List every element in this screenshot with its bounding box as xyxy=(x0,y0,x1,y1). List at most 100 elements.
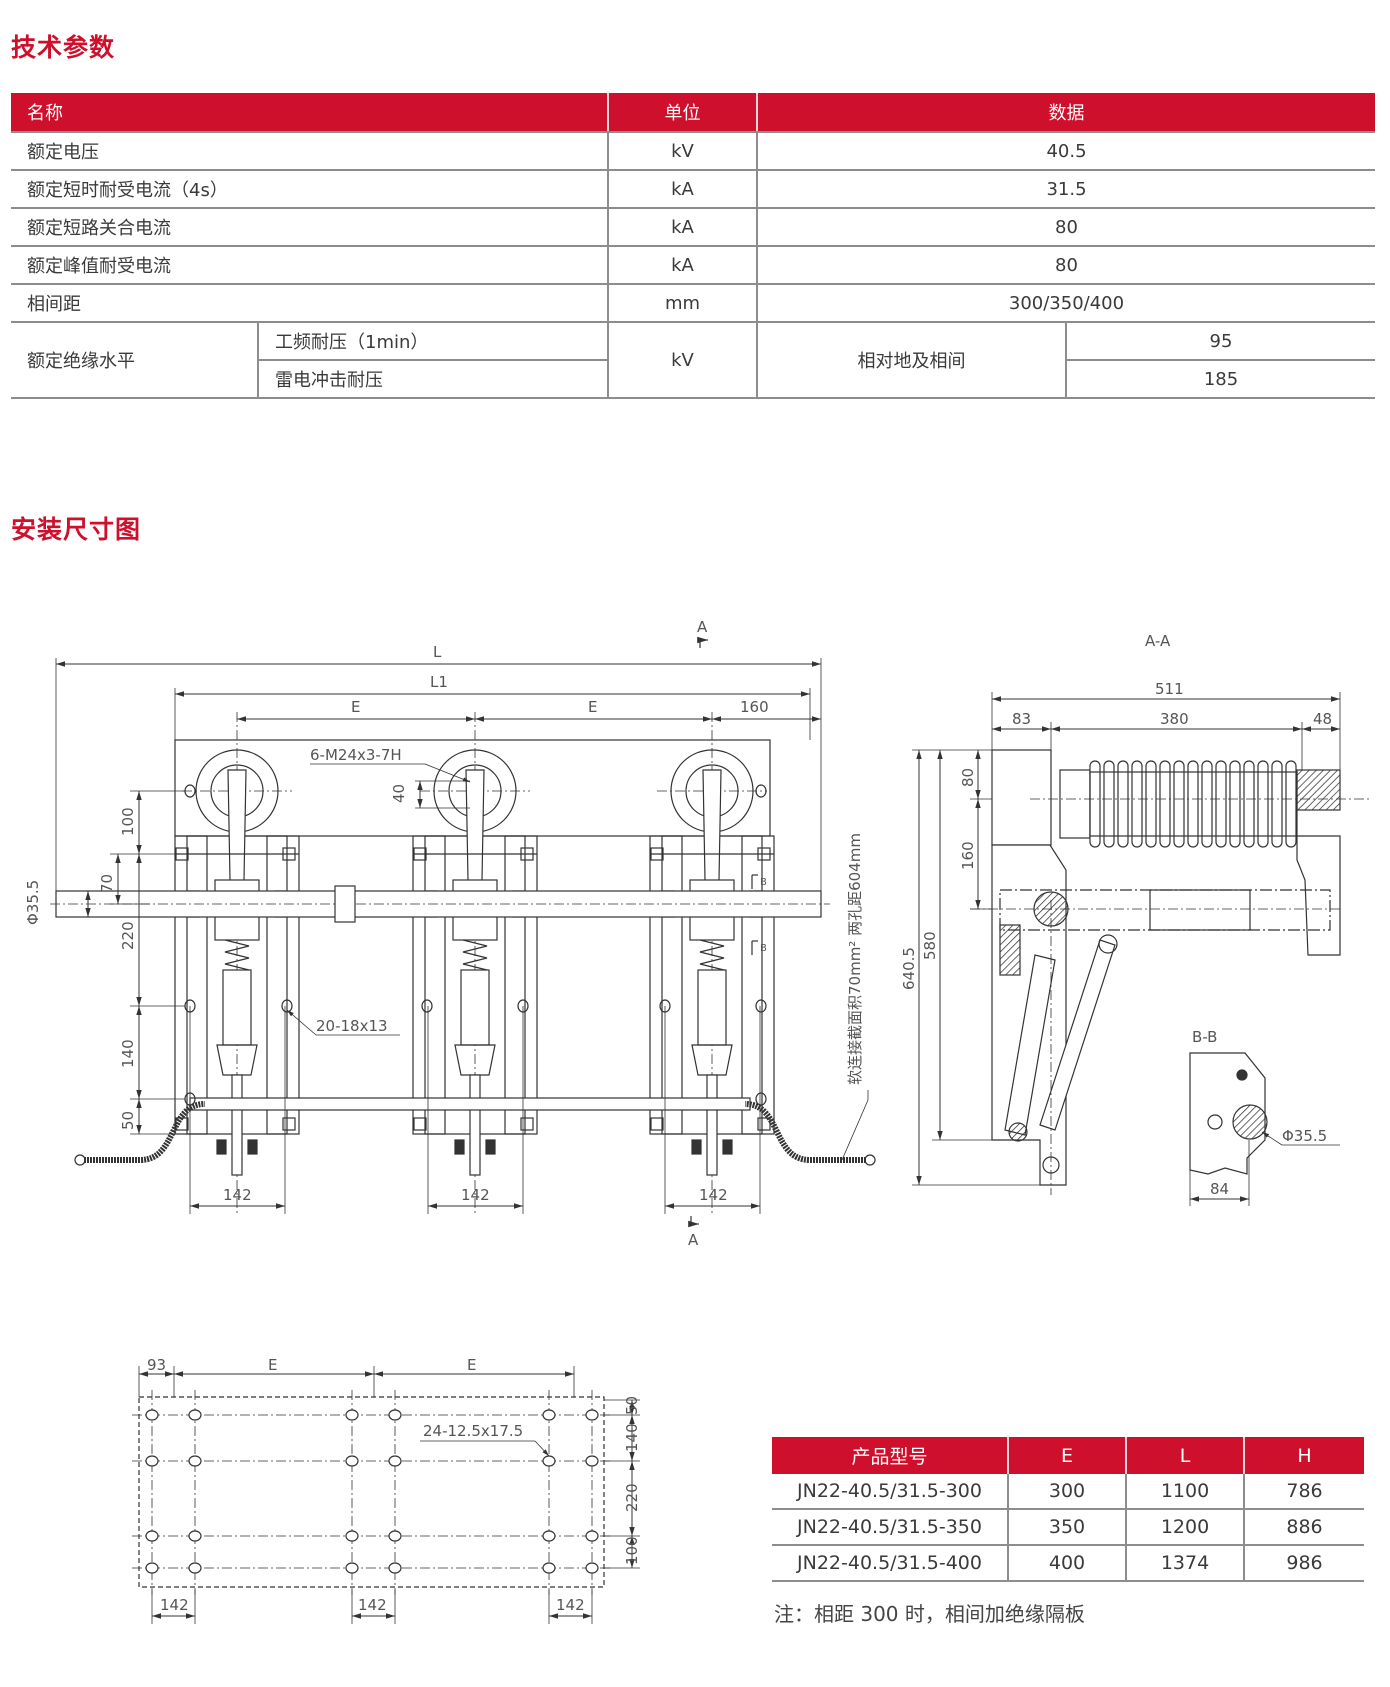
insulator-rib xyxy=(1131,760,1143,848)
base-hole xyxy=(388,1530,402,1542)
rod-joint xyxy=(1008,1122,1028,1142)
leader-line xyxy=(534,1440,550,1457)
leader-line xyxy=(841,1099,869,1161)
bracket-plate xyxy=(741,835,763,1135)
base-hole xyxy=(145,1530,159,1542)
bracket-plate xyxy=(504,835,526,1135)
dim-70: 70 xyxy=(98,874,116,893)
terminal-box xyxy=(991,749,1052,846)
top-contact xyxy=(1296,769,1341,811)
blade-end xyxy=(1296,835,1341,956)
table-header-row: 名称 单位 数据 xyxy=(11,93,1375,133)
dim-plan-142-2: 142 xyxy=(358,1596,387,1614)
table-header-row: 产品型号 E L H xyxy=(772,1437,1364,1474)
mounting-hole xyxy=(755,1092,767,1106)
param-unit: kA xyxy=(607,246,757,285)
mounting-hole xyxy=(755,999,767,1013)
base-hole xyxy=(585,1530,599,1542)
bb-shaft xyxy=(1232,1104,1268,1140)
arm-clamp xyxy=(1149,889,1251,931)
insulator-rib xyxy=(1243,760,1255,848)
base-hole xyxy=(345,1530,359,1542)
param-unit: kV xyxy=(607,322,757,399)
insulator-rib xyxy=(1257,760,1269,848)
h-cell: 886 xyxy=(1243,1509,1364,1546)
dim-380: 380 xyxy=(1160,710,1189,728)
param-unit: kA xyxy=(607,208,757,247)
tech-params-title: 技术参数 xyxy=(11,33,116,62)
dim-142-1: 142 xyxy=(223,1186,252,1204)
bb-diameter: Φ35.5 xyxy=(1282,1127,1327,1145)
dim-142-2: 142 xyxy=(461,1186,490,1204)
param-value: 80 xyxy=(756,246,1375,285)
insulator-rib xyxy=(1103,760,1115,848)
section-b-mark-2: B xyxy=(760,943,767,954)
bb-bolt xyxy=(1236,1069,1248,1081)
header-L: L xyxy=(1125,1437,1244,1474)
dim-140: 140 xyxy=(119,1039,137,1068)
cable-note: 软连接截面积70mm² 两孔距604mm xyxy=(846,833,864,1085)
bb-bolt xyxy=(1207,1114,1223,1130)
plan-holes-label: 24-12.5x17.5 xyxy=(423,1422,523,1440)
base-hole xyxy=(585,1409,599,1421)
h-cell: 786 xyxy=(1243,1474,1364,1510)
dim-plan-142-1: 142 xyxy=(160,1596,189,1614)
contact-block xyxy=(216,1139,227,1155)
bolt-icon xyxy=(282,1117,296,1131)
dim-142-3: 142 xyxy=(699,1186,728,1204)
dim-48: 48 xyxy=(1313,710,1332,728)
section-aa-labels: A-A 511 83 380 48 640.5 580 80 160 xyxy=(900,632,1332,990)
insulator-rib xyxy=(1187,760,1199,848)
header-name: 名称 xyxy=(11,93,608,133)
section-mark-top: A xyxy=(697,618,708,636)
base-hole xyxy=(145,1562,159,1574)
contact-block xyxy=(691,1139,702,1155)
shaft-clamp xyxy=(334,885,356,923)
base-hole xyxy=(145,1455,159,1467)
dim-plan-50: 50 xyxy=(623,1396,641,1415)
lower-bar xyxy=(189,1097,751,1111)
e-cell: 350 xyxy=(1007,1509,1126,1546)
insulator-rib xyxy=(1145,760,1157,848)
front-view-labels: A A L L1 E E 160 6-M24x3-7H 40 Φ35.5 100… xyxy=(24,618,864,1249)
model-cell: JN22-40.5/31.5-300 xyxy=(772,1474,1008,1510)
dim-L: L xyxy=(433,643,442,661)
param-subname: 雷电冲击耐压 xyxy=(257,360,608,399)
contact-block xyxy=(247,1139,258,1155)
dim-580: 580 xyxy=(921,931,939,960)
base-hole xyxy=(542,1562,556,1574)
contact-block xyxy=(722,1139,733,1155)
header-model: 产品型号 xyxy=(772,1437,1008,1474)
base-hole xyxy=(388,1455,402,1467)
install-title: 安装尺寸图 xyxy=(11,515,142,544)
dim-50: 50 xyxy=(119,1111,137,1130)
vacuum-interrupter xyxy=(222,969,252,1046)
insulator-rib xyxy=(1089,760,1101,848)
dim-plan-142-3: 142 xyxy=(556,1596,585,1614)
dim-160-aa: 160 xyxy=(959,841,977,870)
base-hole xyxy=(188,1409,202,1421)
base-hole xyxy=(585,1455,599,1467)
leader-line xyxy=(1261,1131,1283,1146)
holes-label: 20-18x13 xyxy=(316,1017,388,1035)
header-H: H xyxy=(1243,1437,1364,1474)
dim-83: 83 xyxy=(1012,710,1031,728)
dim-plan-140: 140 xyxy=(623,1423,641,1452)
model-cell: JN22-40.5/31.5-350 xyxy=(772,1509,1008,1546)
dim-160: 160 xyxy=(740,698,769,716)
header-unit: 单位 xyxy=(607,93,757,133)
e-cell: 300 xyxy=(1007,1474,1126,1510)
param-unit: kV xyxy=(607,132,757,171)
moving-contact xyxy=(706,1074,718,1176)
note-text: 注：相距 300 时，相间加绝缘隔板 xyxy=(774,1602,1085,1626)
insulator-rib xyxy=(1271,760,1283,848)
insulator-rib xyxy=(1229,760,1241,848)
dim-84: 84 xyxy=(1210,1180,1229,1198)
dim-E-plan-2: E xyxy=(467,1356,476,1374)
dim-40: 40 xyxy=(390,784,408,803)
table-row: 额定绝缘水平 工频耐压（1min） kV 相对地及相间 95 xyxy=(11,322,1375,399)
